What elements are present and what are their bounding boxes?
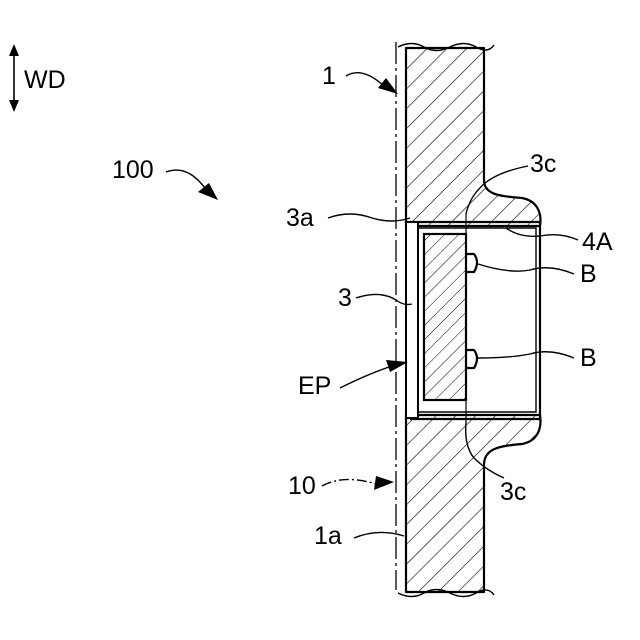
label-b-lower: B	[580, 344, 597, 372]
element-4a	[424, 234, 466, 400]
label-10: 10	[288, 472, 316, 500]
callout-1a: 1a	[314, 522, 404, 550]
label-3c-bottom: 3c	[500, 478, 526, 506]
label-1: 1	[322, 62, 336, 90]
upper-body-section	[406, 48, 540, 226]
arrow-up-icon	[9, 44, 19, 56]
callout-3: 3	[338, 284, 412, 312]
callout-b-lower: B	[478, 344, 597, 372]
wd-label: WD	[24, 66, 66, 94]
label-1a: 1a	[314, 522, 342, 550]
label-ep: EP	[298, 372, 331, 400]
callout-4a: 4A	[506, 228, 613, 256]
bump-b-upper	[466, 254, 477, 272]
callout-3a: 3a	[286, 204, 410, 232]
callout-1: 1	[322, 62, 398, 94]
leader-arrow-icon	[198, 183, 218, 200]
callout-ep: EP	[298, 360, 408, 400]
callout-b-upper: B	[478, 260, 597, 288]
label-3a: 3a	[286, 204, 314, 232]
member-3	[406, 222, 418, 418]
label-4a: 4A	[582, 228, 613, 256]
wd-direction-indicator: WD	[9, 44, 66, 112]
label-3: 3	[338, 284, 352, 312]
bump-b-lower	[466, 350, 477, 368]
callout-10: 10	[288, 472, 394, 500]
label-b-upper: B	[580, 260, 597, 288]
assembly-100-callout: 100	[112, 156, 218, 200]
arrow-down-icon	[9, 100, 19, 112]
assembly-100-label: 100	[112, 156, 154, 184]
label-3c-top: 3c	[530, 150, 556, 178]
